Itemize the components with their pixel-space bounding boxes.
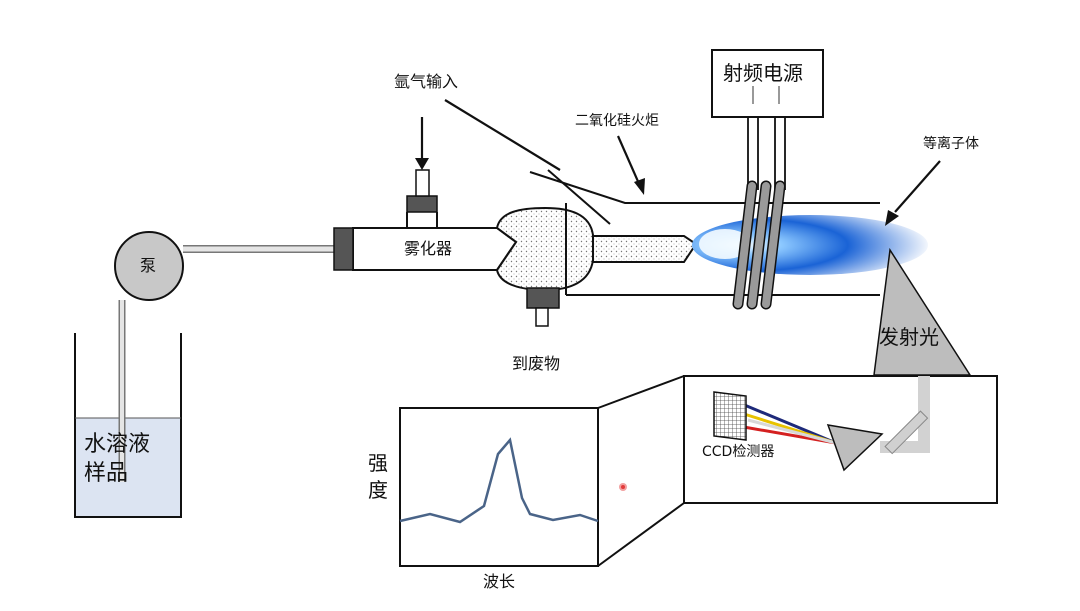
sample-beaker bbox=[74, 333, 182, 518]
torch-flange bbox=[547, 169, 611, 225]
torch-inner-tube bbox=[592, 235, 698, 263]
spray-chamber bbox=[495, 206, 594, 327]
ccd-detector-label: CCD检测器 bbox=[702, 444, 775, 460]
spectrum-line bbox=[399, 437, 599, 524]
spectrum-y-label: 强度 bbox=[368, 451, 388, 502]
pump-label: 泵 bbox=[140, 256, 157, 275]
argon-inlet-pipe bbox=[415, 169, 430, 197]
sample-label: 水溶液样品 bbox=[84, 432, 151, 486]
dispersed-rays bbox=[737, 402, 837, 445]
sample-liquid bbox=[75, 418, 181, 517]
plasma-label: 等离子体 bbox=[923, 136, 979, 152]
silica-torch bbox=[529, 169, 880, 296]
rf-power-box bbox=[711, 49, 824, 118]
waste-label: 到废物 bbox=[512, 354, 561, 373]
rf-coil bbox=[732, 117, 786, 310]
spectrum-x-label: 波长 bbox=[483, 572, 516, 591]
annotation-arrows bbox=[415, 99, 941, 226]
argon-port-cap bbox=[406, 195, 438, 213]
nebulizer-label: 雾化器 bbox=[404, 239, 453, 258]
plasma-core bbox=[699, 229, 751, 259]
rf-box-smudges bbox=[752, 86, 780, 104]
drain-cap bbox=[526, 287, 560, 309]
nebulizer-endcap bbox=[333, 227, 354, 271]
prism bbox=[826, 424, 884, 472]
drain-pipe bbox=[535, 307, 549, 327]
rf-power-label: 射频电源 bbox=[723, 61, 803, 85]
argon-input-label: 氩气输入 bbox=[394, 72, 459, 91]
nebulizer bbox=[333, 169, 518, 271]
silica-torch-label: 二氧化硅火炬 bbox=[575, 113, 659, 129]
emission-cone bbox=[873, 247, 972, 376]
pump-icon bbox=[114, 231, 184, 301]
emission-label: 发射光 bbox=[879, 325, 939, 349]
mirror bbox=[884, 410, 929, 455]
ccd-grid bbox=[713, 391, 747, 441]
spectrum-panel bbox=[399, 375, 685, 567]
spectrum-plot-frame bbox=[399, 407, 599, 567]
